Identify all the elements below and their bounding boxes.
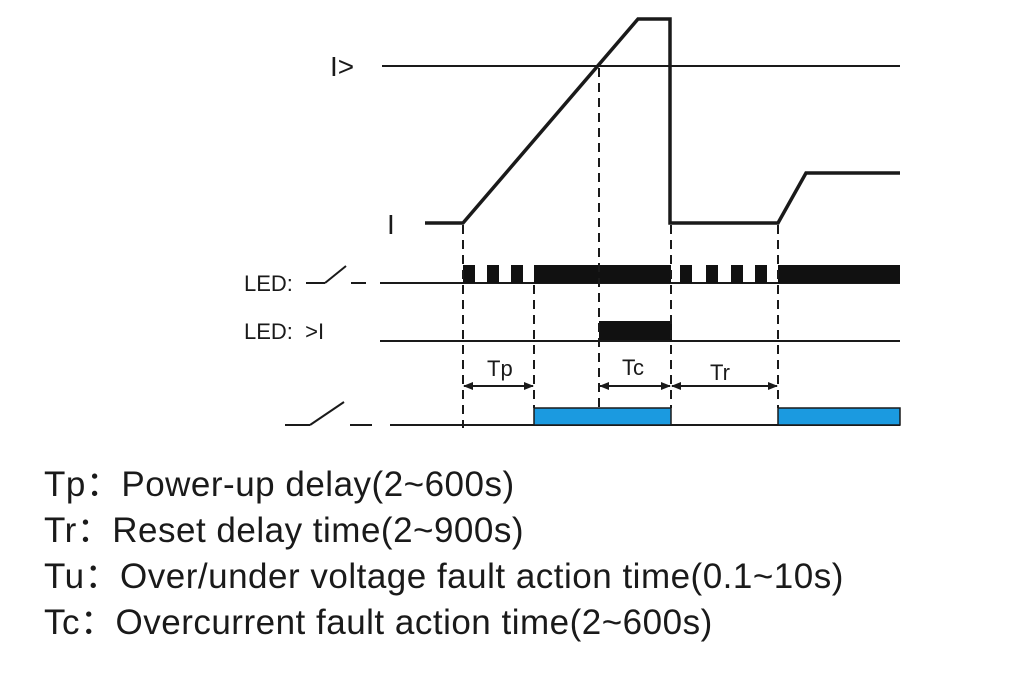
legend-item-tu: Tu：Over/under voltage fault action time(… bbox=[44, 557, 844, 596]
relay-on-bar bbox=[777, 407, 901, 426]
current-waveform bbox=[425, 17, 900, 225]
threshold-label: I> bbox=[330, 51, 354, 82]
led1-on-bar bbox=[534, 265, 671, 283]
led1-blink-block bbox=[755, 265, 767, 283]
led1-label: LED: bbox=[244, 271, 293, 296]
legend-list: Tp：Power-up delay(2~600s) Tr：Reset delay… bbox=[44, 462, 844, 646]
led1-blink-blocks bbox=[463, 265, 767, 283]
led1-blink-block bbox=[706, 265, 718, 283]
switch-contact-icon bbox=[306, 265, 366, 284]
led1-blink-block bbox=[487, 265, 499, 283]
led1-on-bar bbox=[778, 265, 900, 283]
current-label: I bbox=[387, 209, 395, 240]
tc-label: Tc bbox=[622, 355, 644, 380]
led1-blink-block bbox=[511, 265, 523, 283]
relay-switch-icon bbox=[285, 401, 372, 426]
led2-label: LED: >I bbox=[244, 319, 324, 344]
legend-item-tc: Tc：Overcurrent fault action time(2~600s) bbox=[44, 603, 713, 642]
relay-on-bar bbox=[533, 407, 672, 426]
tr-label: Tr bbox=[710, 360, 730, 385]
led1-blink-block bbox=[463, 265, 475, 283]
led1-blink-block bbox=[680, 265, 692, 283]
time-markers bbox=[462, 68, 779, 428]
legend-item-tp: Tp：Power-up delay(2~600s) bbox=[44, 465, 515, 504]
timing-diagram: I> I LED: LED: >I bbox=[244, 17, 901, 428]
tp-label: Tp bbox=[487, 356, 513, 381]
led1-blink-block bbox=[731, 265, 743, 283]
legend-item-tr: Tr：Reset delay time(2~900s) bbox=[44, 511, 525, 550]
led2-on-bar bbox=[599, 321, 672, 340]
